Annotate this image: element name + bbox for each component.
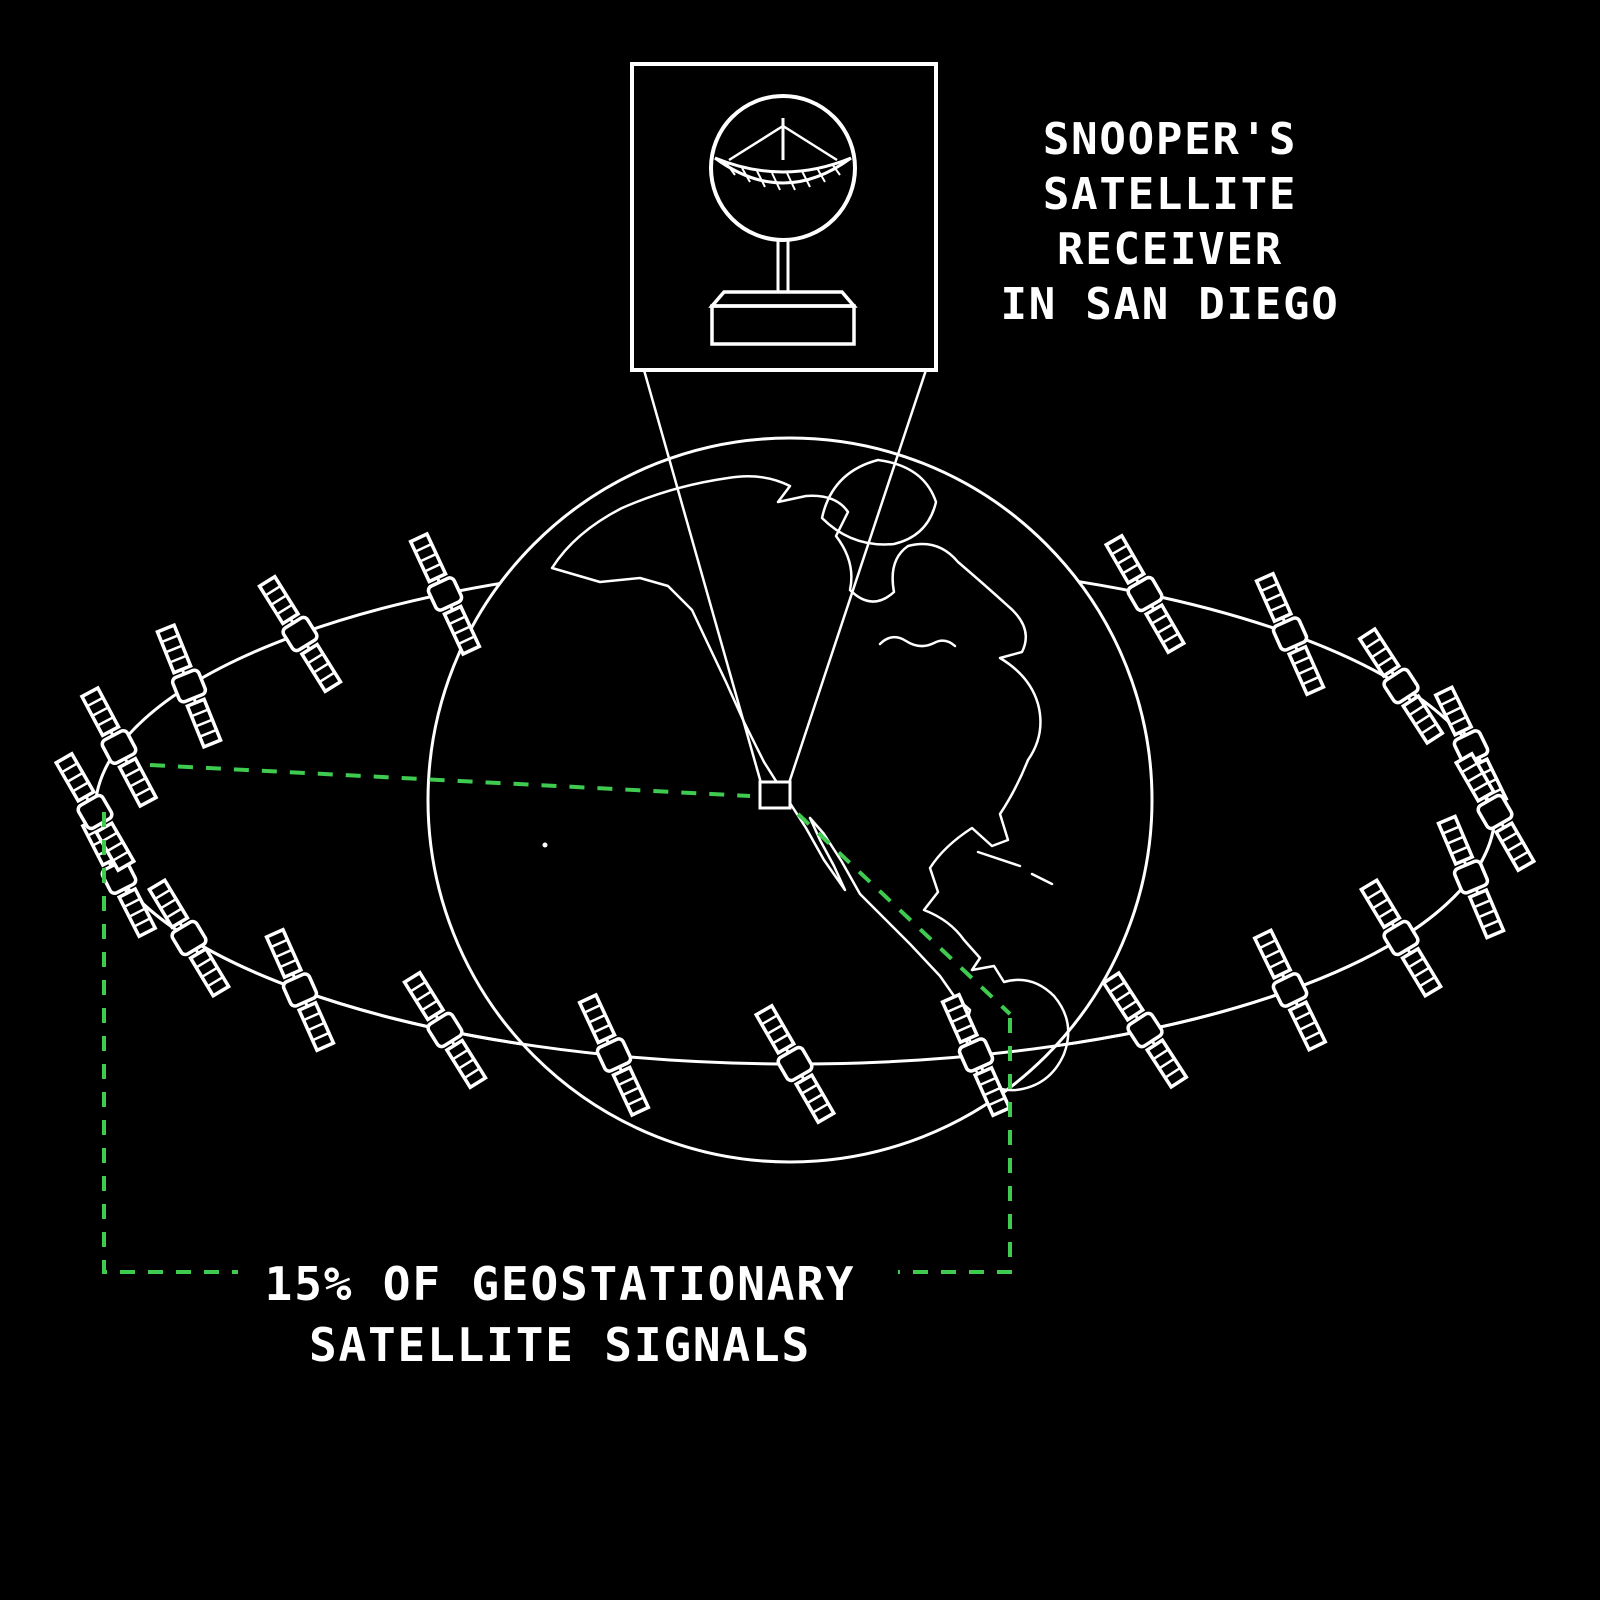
satellite-dish-icon — [708, 94, 858, 346]
coverage-dashed-lines — [102, 763, 1012, 1274]
satellite-icon — [143, 875, 235, 1001]
callout-funnel — [642, 369, 928, 810]
satellite-icon — [1353, 624, 1449, 748]
receiver-label-line: SATELLITE — [1042, 169, 1298, 220]
satellite-icon — [253, 572, 347, 696]
coverage-label: 15% OF GEOSTATIONARY SATELLITE SIGNALS — [180, 1254, 940, 1376]
satellite-icon — [1100, 531, 1190, 657]
receiver-label-line: IN SAN DIEGO — [1000, 279, 1340, 330]
satellite-icon — [1097, 968, 1193, 1092]
satellite-icon — [1250, 569, 1330, 699]
coverage-label-line: SATELLITE SIGNALS — [308, 1318, 812, 1372]
receiver-label-line: SNOOPER'S — [1042, 114, 1298, 165]
coverage-label-line: 15% OF GEOSTATIONARY — [264, 1257, 856, 1311]
satellite-icon — [260, 925, 340, 1055]
satellite-icon — [404, 530, 486, 658]
receiver-label: SNOOPER'S SATELLITE RECEIVER IN SAN DIEG… — [940, 112, 1400, 332]
satellite-icon — [1248, 926, 1332, 1054]
receiver-location-marker — [758, 780, 792, 810]
satellite-icon — [398, 968, 492, 1092]
satellite-icon — [1355, 875, 1447, 1001]
satellite-icon — [151, 621, 227, 751]
receiver-callout-box — [630, 62, 938, 372]
receiver-label-line: RECEIVER — [1056, 224, 1283, 275]
